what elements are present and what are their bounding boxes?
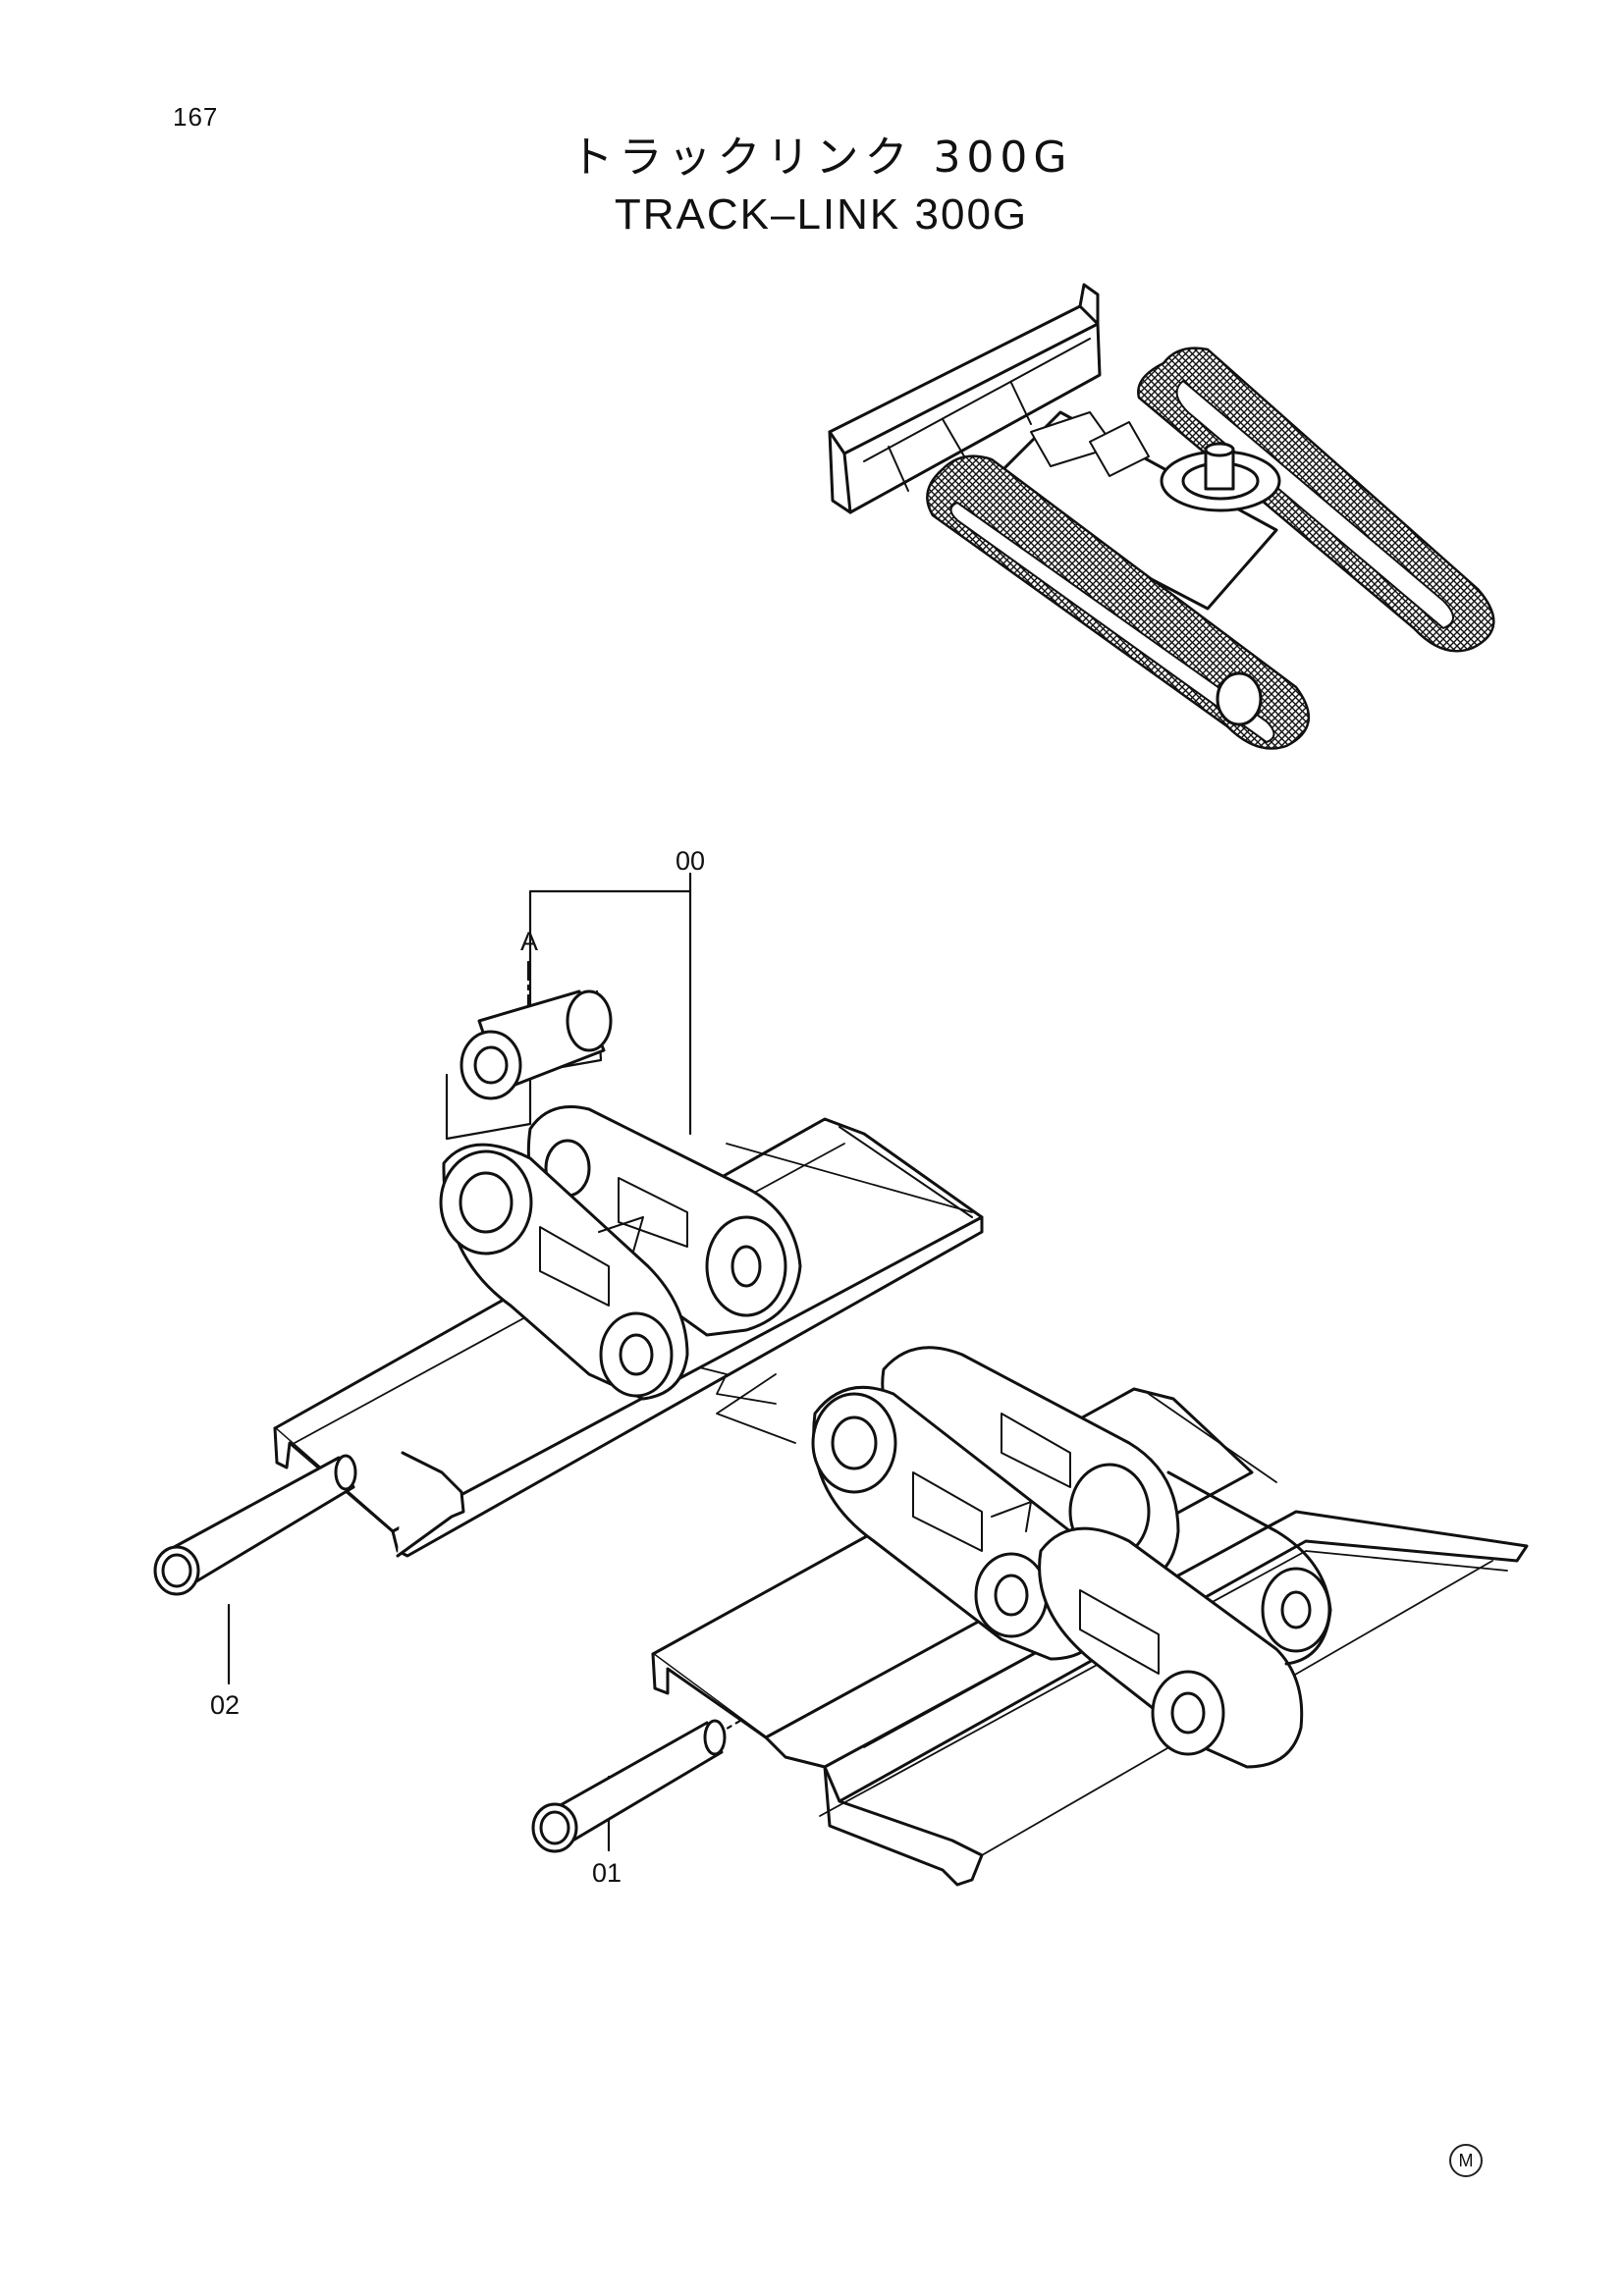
callout-01: 01 [592,1858,622,1888]
callout-00: 00 [676,846,706,876]
callout-02: 02 [210,1690,241,1720]
rear-track [1137,347,1495,653]
callout-bracket-a [528,889,692,1028]
pin-02 [153,1454,357,1596]
callout-a: A [520,927,539,956]
title-english: TRACK–LINK 300G [614,190,1029,239]
left-link-assembly [439,1105,802,1401]
pin-01 [531,1719,727,1853]
title-block: トラックリンク 300G TRACK–LINK 300G [0,130,1623,243]
dozer-blade [828,283,1102,514]
page-number: 167 [173,102,219,132]
right-link-assembly [811,1346,1332,1769]
bushing-a [445,989,613,1141]
front-track [926,454,1311,750]
title-japanese: トラックリンク 300G [569,133,1073,183]
undercarriage-illustration [828,283,1495,750]
manufacturer-mark: M [1449,2144,1483,2177]
center-frame [980,410,1281,611]
